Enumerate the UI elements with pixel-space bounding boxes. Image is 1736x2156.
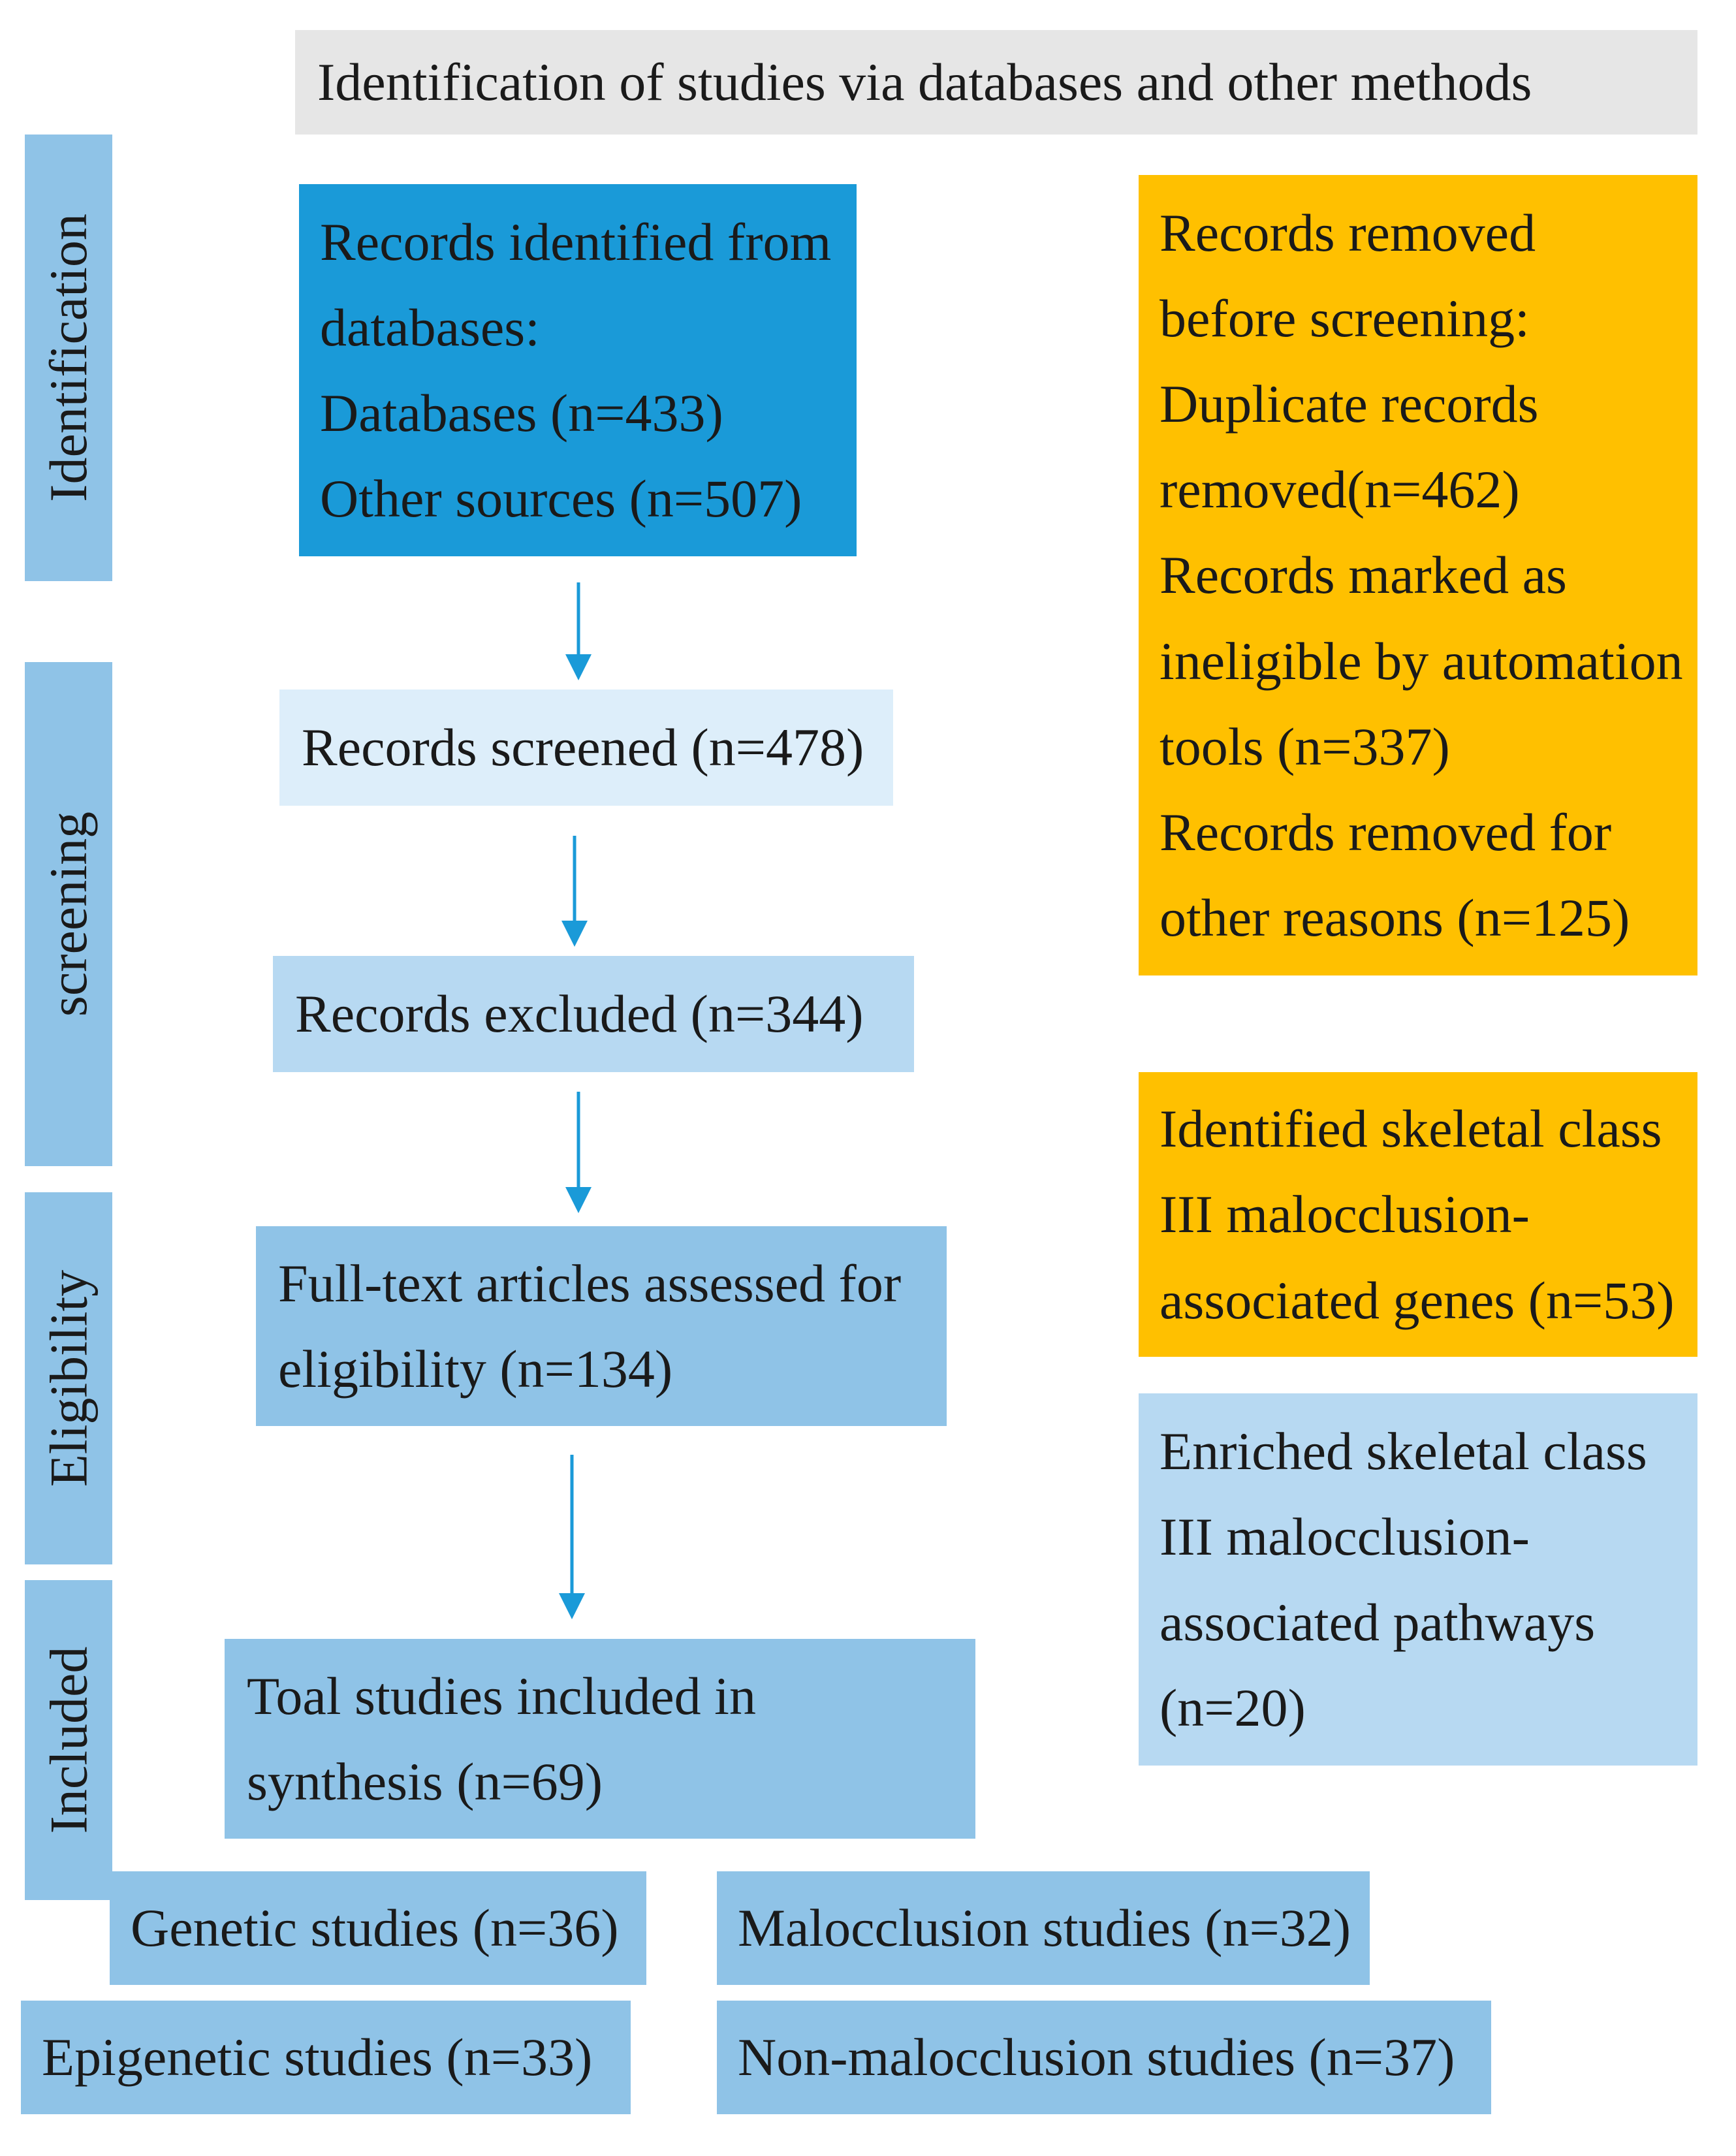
records-identified-line-3: Databases (n=433)	[320, 383, 723, 443]
total-included-line-1: Toal studies included in	[247, 1666, 756, 1726]
records-excluded-box: Records excluded (n=344)	[273, 956, 914, 1072]
enriched-pathways-line-2: III malocclusion-	[1160, 1506, 1530, 1566]
non-malocclusion-studies-text: Non-malocclusion studies (n=37)	[738, 2027, 1455, 2087]
full-text-assessed-box: Full-text articles assessed for eligibil…	[256, 1226, 947, 1426]
enriched-pathways-line-4: (n=20)	[1160, 1678, 1306, 1738]
genetic-studies-box: Genetic studies (n=36)	[110, 1871, 646, 1985]
identified-genes-box: Identified skeletal class III malocclusi…	[1139, 1072, 1697, 1357]
phase-label-screening: screening	[25, 662, 112, 1166]
records-identified-line-1: Records identified from	[320, 212, 832, 272]
phase-label-eligibility: Eligibility	[25, 1192, 112, 1564]
identified-genes-line-1: Identified skeletal class	[1160, 1099, 1662, 1159]
records-screened-text: Records screened (n=478)	[302, 718, 864, 778]
enriched-pathways-line-3: associated pathways	[1160, 1593, 1596, 1652]
phase-eligibility-text: Eligibility	[39, 1269, 99, 1487]
records-removed-box: Records removed before screening: Duplic…	[1139, 175, 1697, 975]
phase-identification-text: Identification	[39, 214, 98, 502]
records-identified-line-4: Other sources (n=507)	[320, 469, 802, 529]
enriched-pathways-line-1: Enriched skeletal class	[1160, 1421, 1647, 1481]
records-removed-line-7: tools (n=337)	[1160, 716, 1450, 776]
identified-genes-line-2: III malocclusion-	[1160, 1184, 1530, 1244]
epigenetic-studies-text: Epigenetic studies (n=33)	[42, 2027, 593, 2087]
records-removed-line-8: Records removed for	[1160, 802, 1612, 862]
records-removed-line-5: Records marked as	[1160, 545, 1567, 605]
epigenetic-studies-box: Epigenetic studies (n=33)	[21, 2001, 631, 2114]
records-removed-line-4: removed(n=462)	[1160, 460, 1520, 520]
records-removed-line-3: Duplicate records	[1160, 374, 1539, 434]
enriched-pathways-box: Enriched skeletal class III malocclusion…	[1139, 1393, 1697, 1766]
genetic-studies-text: Genetic studies (n=36)	[131, 1898, 619, 1958]
total-included-box: Toal studies included in synthesis (n=69…	[225, 1639, 975, 1839]
phase-screening-text: screening	[39, 811, 98, 1017]
header-title: Identification of studies via databases …	[317, 52, 1532, 112]
records-removed-line-9: other reasons (n=125)	[1160, 888, 1630, 948]
non-malocclusion-studies-box: Non-malocclusion studies (n=37)	[717, 2001, 1491, 2114]
records-identified-line-2: databases:	[320, 297, 540, 357]
phase-label-included: Included	[25, 1580, 112, 1900]
phase-label-identification: Identification	[25, 135, 112, 581]
header-banner: Identification of studies via databases …	[295, 30, 1697, 135]
records-removed-line-1: Records removed	[1160, 202, 1536, 262]
malocclusion-studies-text: Malocclusion studies (n=32)	[738, 1898, 1351, 1958]
malocclusion-studies-box: Malocclusion studies (n=32)	[717, 1871, 1370, 1985]
full-text-line-2: eligibility (n=134)	[278, 1339, 673, 1399]
full-text-line-1: Full-text articles assessed for	[278, 1253, 902, 1313]
phase-included-text: Included	[39, 1646, 99, 1834]
records-screened-box: Records screened (n=478)	[279, 690, 893, 806]
records-identified-box: Records identified from databases: Datab…	[299, 184, 857, 556]
records-excluded-text: Records excluded (n=344)	[295, 984, 864, 1044]
identified-genes-line-3: associated genes (n=53)	[1160, 1270, 1675, 1330]
records-removed-line-6: ineligible by automation	[1160, 631, 1683, 691]
total-included-line-2: synthesis (n=69)	[247, 1752, 603, 1811]
records-removed-line-2: before screening:	[1160, 288, 1530, 348]
